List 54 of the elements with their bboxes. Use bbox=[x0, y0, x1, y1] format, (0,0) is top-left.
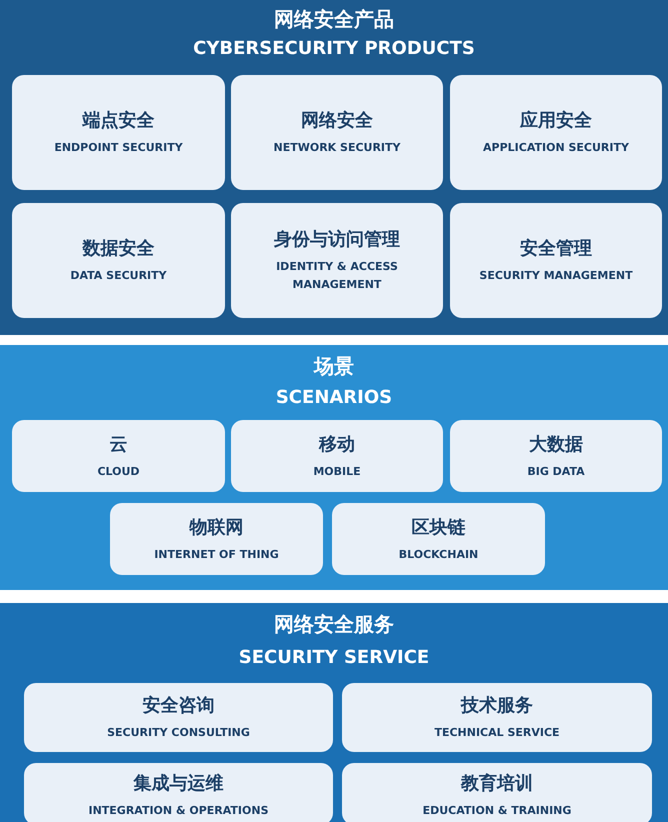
card-subtitle: IDENTITY & ACCESS MANAGEMENT bbox=[275, 259, 399, 293]
card-subtitle: SECURITY MANAGEMENT bbox=[479, 268, 633, 284]
section-title: 场景 bbox=[312, 353, 355, 380]
card-title: 网络安全 bbox=[301, 109, 373, 132]
section-subtitle: CYBERSECURITY PRODUCTS bbox=[192, 38, 476, 59]
category-card bbox=[12, 203, 225, 318]
card-title: 应用安全 bbox=[520, 109, 592, 132]
card-title: 移动 bbox=[319, 432, 355, 456]
card-subtitle: MOBILE bbox=[313, 464, 361, 480]
card-title: 大数据 bbox=[529, 432, 583, 456]
card-subtitle: INTEGRATION & OPERATIONS bbox=[88, 803, 268, 819]
category-card bbox=[231, 75, 443, 190]
category-card bbox=[110, 503, 323, 575]
card-subtitle: APPLICATION SECURITY bbox=[483, 140, 629, 156]
card-subtitle: INTERNET OF THING bbox=[154, 546, 279, 562]
category-card bbox=[231, 420, 443, 492]
card-subtitle: ENDPOINT SECURITY bbox=[54, 140, 183, 156]
card-subtitle: BLOCKCHAIN bbox=[398, 546, 478, 562]
card-title: 技术服务 bbox=[461, 694, 533, 717]
card-subtitle: TECHNICAL SERVICE bbox=[434, 725, 560, 741]
category-card bbox=[342, 763, 652, 822]
card-subtitle: SECURITY CONSULTING bbox=[107, 725, 250, 741]
category-card bbox=[24, 763, 333, 822]
category-card bbox=[450, 75, 662, 190]
card-title: 身份与访问管理 bbox=[274, 228, 400, 251]
section-panel bbox=[0, 0, 668, 335]
category-card bbox=[12, 75, 225, 190]
section-subtitle: SCENARIOS bbox=[274, 387, 394, 408]
section-subtitle: SECURITY SERVICE bbox=[238, 647, 430, 668]
card-title: 物联网 bbox=[190, 516, 244, 538]
card-subtitle: NETWORK SECURITY bbox=[273, 140, 400, 156]
card-title: 端点安全 bbox=[82, 109, 154, 132]
section-panel bbox=[0, 345, 668, 590]
card-title: 区块链 bbox=[412, 516, 466, 538]
card-subtitle: BIG DATA bbox=[527, 464, 585, 480]
category-card bbox=[24, 683, 333, 752]
card-title: 云 bbox=[110, 432, 128, 456]
card-subtitle: EDUCATION & TRAINING bbox=[422, 803, 572, 819]
section-panel bbox=[0, 603, 668, 822]
card-title: 教育培训 bbox=[461, 772, 533, 795]
category-card bbox=[231, 203, 443, 318]
category-card bbox=[332, 503, 545, 575]
section-title: 网络安全产品 bbox=[273, 6, 395, 33]
category-card bbox=[342, 683, 652, 752]
category-card bbox=[450, 420, 662, 492]
category-card bbox=[450, 203, 662, 318]
card-title: 数据安全 bbox=[82, 237, 154, 260]
category-card bbox=[12, 420, 225, 492]
card-subtitle: CLOUD bbox=[97, 464, 140, 480]
card-title: 安全管理 bbox=[520, 237, 592, 260]
section-title: 网络安全服务 bbox=[273, 611, 395, 638]
card-title: 安全咨询 bbox=[142, 694, 214, 717]
card-subtitle: DATA SECURITY bbox=[70, 268, 167, 284]
card-title: 集成与运维 bbox=[134, 772, 224, 795]
